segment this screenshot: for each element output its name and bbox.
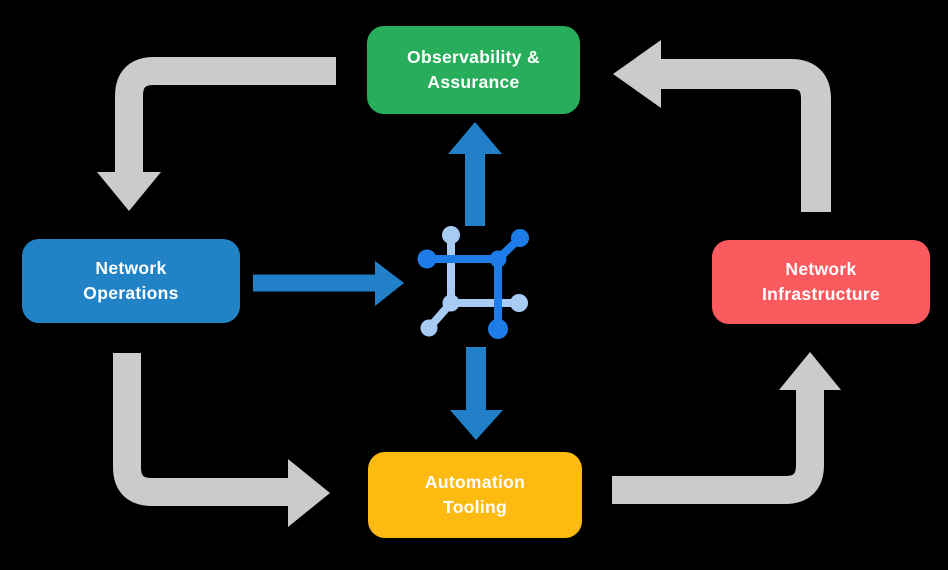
arrowhead-right-icon xyxy=(375,261,404,306)
arrowhead-left-icon xyxy=(613,40,661,108)
arrow-center-to-observability xyxy=(448,122,502,226)
node-observability-assurance: Observability & Assurance xyxy=(367,26,580,114)
arrowhead-up-icon xyxy=(448,122,502,154)
node-automation-label: Automation Tooling xyxy=(424,471,526,517)
arrowhead-up-icon xyxy=(779,352,841,390)
node-automation-tooling: Automation Tooling xyxy=(368,452,582,538)
arrowhead-down-icon xyxy=(97,172,161,211)
arrow-shaft xyxy=(659,59,831,212)
network-automation-icon xyxy=(417,226,529,339)
arrow-operations-to-center xyxy=(253,261,404,306)
arrow-operations-to-automation xyxy=(113,353,330,527)
node-observability-label: Observability & Assurance xyxy=(407,46,540,92)
node-network-operations: Network Operations xyxy=(22,239,240,323)
arrowhead-down-icon xyxy=(450,410,503,440)
arrow-infrastructure-to-observability xyxy=(613,40,831,212)
node-operations-label: Network Operations xyxy=(83,257,179,303)
node-network-infrastructure: Network Infrastructure xyxy=(712,240,930,324)
icon-dark-nodes xyxy=(417,229,529,339)
arrowhead-right-icon xyxy=(288,459,330,527)
arrow-observability-to-operations xyxy=(97,57,336,211)
node-infrastructure-label: Network Infrastructure xyxy=(762,258,880,304)
arrow-center-to-automation xyxy=(450,347,503,440)
arrow-shaft xyxy=(612,389,824,504)
arrow-automation-to-infrastructure xyxy=(612,352,841,504)
arrow-shaft xyxy=(115,57,336,176)
icon-light-nodes xyxy=(420,226,528,337)
arrow-shaft xyxy=(113,353,289,506)
